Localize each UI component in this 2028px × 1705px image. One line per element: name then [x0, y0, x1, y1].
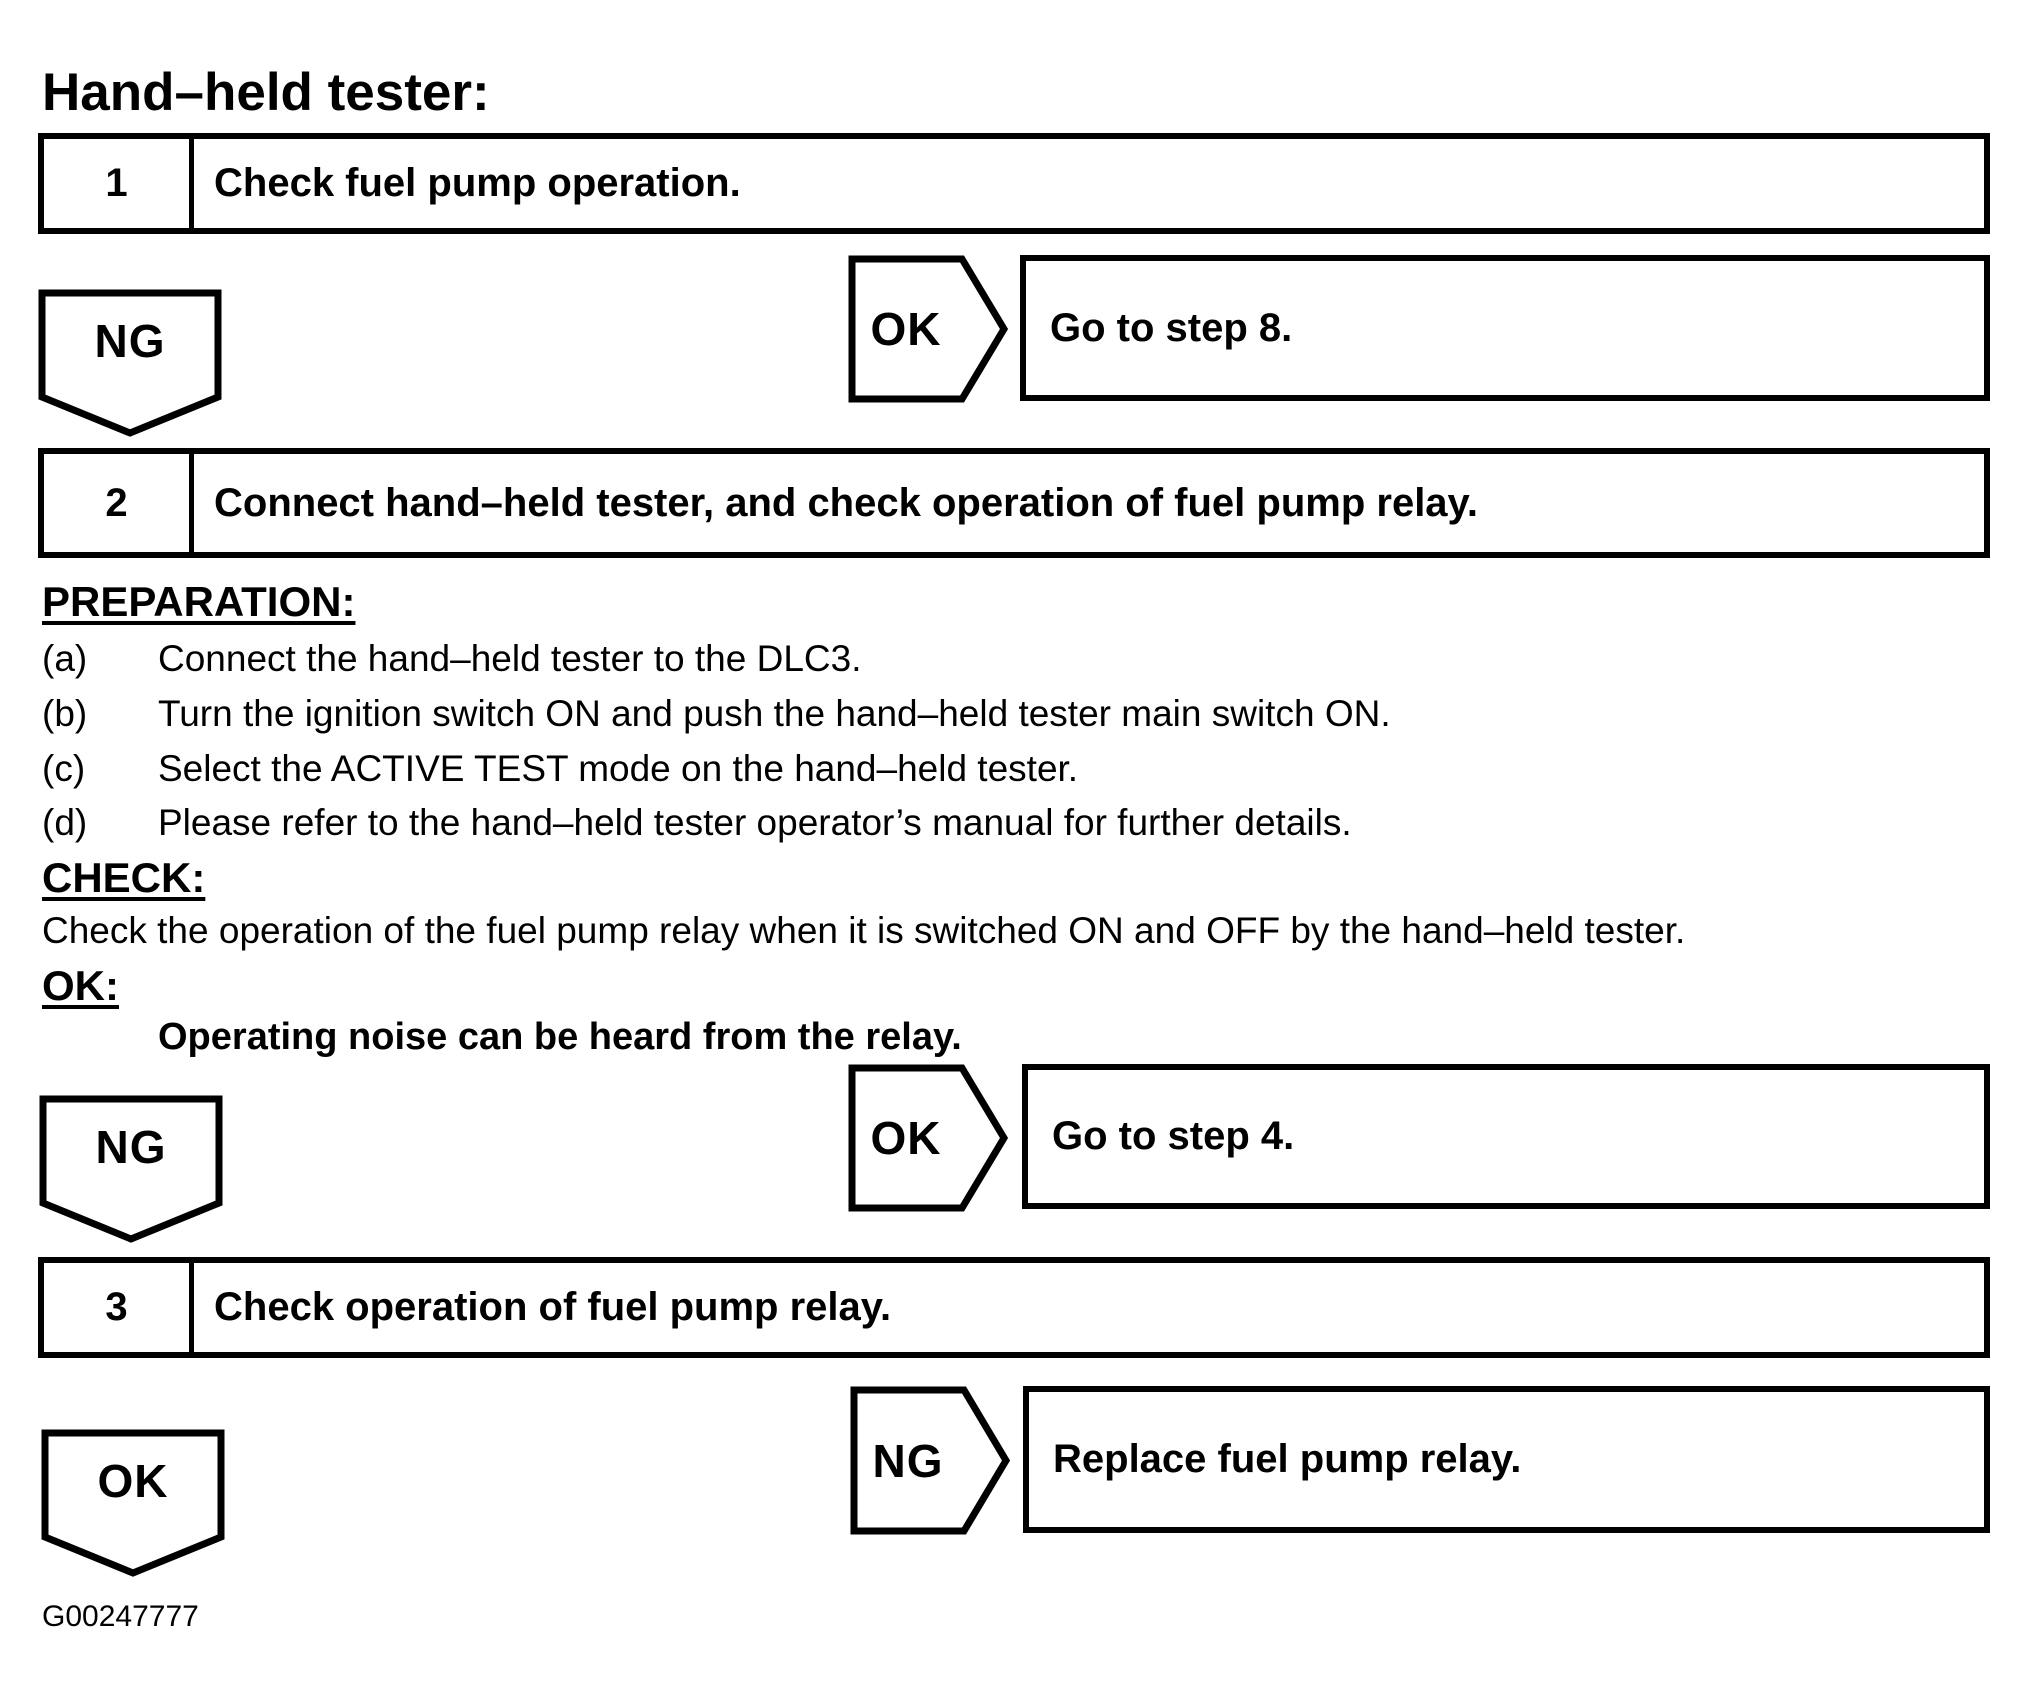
pentagon-down-icon [41, 1429, 225, 1577]
step-3-label: Check operation of fuel pump relay. [214, 1285, 892, 1329]
branch-2-ok-action-text: Go to step 4. [1052, 1114, 1295, 1158]
branch-3-ng-action-box: Replace fuel pump relay. [1023, 1386, 1990, 1533]
branch-1-ng-label: NG [94, 315, 166, 367]
pentagon-down-icon [38, 289, 222, 437]
preparation-item-d: (d) Please refer to the hand–held tester … [42, 802, 1352, 844]
ok-heading: OK: [42, 962, 119, 1009]
branch-1-ok-arrow-right: OK [848, 255, 1008, 403]
branch-3-ng-arrow-right: NG [850, 1386, 1010, 1535]
branch-1-ok-action-text: Go to step 8. [1050, 305, 1293, 350]
step-2-label: Connect hand–held tester, and check oper… [214, 480, 1478, 525]
pentagon-right-icon [848, 1064, 1008, 1212]
page-title: Hand–held tester: [42, 63, 490, 122]
branch-1-ok-label: OK [870, 303, 942, 355]
step-3-number: 3 [44, 1263, 194, 1352]
preparation-item-a: (a) Connect the hand–held tester to the D… [42, 638, 861, 680]
branch-3-ok-label: OK [97, 1455, 169, 1507]
preparation-heading: PREPARATION: [42, 578, 356, 625]
step-1-number: 1 [44, 139, 194, 228]
step-2-box: 2 Connect hand–held tester, and check op… [38, 448, 1990, 558]
pentagon-down-icon [39, 1095, 223, 1243]
figure-id: G00247777 [42, 1600, 199, 1633]
preparation-item-b-marker: (b) [42, 693, 88, 734]
branch-2-ok-action-box: Go to step 4. [1022, 1064, 1990, 1209]
preparation-item-a-text: Connect the hand–held tester to the DLC3… [158, 638, 862, 679]
preparation-item-c-text: Select the ACTIVE TEST mode on the hand–… [158, 748, 1079, 789]
preparation-item-c: (c) Select the ACTIVE TEST mode on the ha… [42, 748, 1078, 790]
branch-3-ng-label: NG [872, 1434, 944, 1487]
pentagon-right-icon [850, 1386, 1010, 1535]
step-1-label: Check fuel pump operation. [214, 161, 741, 205]
branch-1-ok-action-box: Go to step 8. [1020, 255, 1990, 401]
preparation-item-d-marker: (d) [42, 802, 88, 843]
preparation-item-b-text: Turn the ignition switch ON and push the… [158, 693, 1391, 734]
branch-2-ng-label: NG [95, 1121, 167, 1173]
check-heading: CHECK: [42, 854, 206, 901]
branch-2-ok-label: OK [870, 1112, 942, 1164]
pentagon-right-icon [848, 255, 1008, 403]
step-2-number: 2 [44, 454, 194, 552]
step-1-box: 1 Check fuel pump operation. [38, 133, 1990, 234]
check-text: Check the operation of the fuel pump rel… [42, 910, 1686, 951]
branch-2-ok-arrow-right: OK [848, 1064, 1008, 1212]
branch-2-ng-arrow-down: NG [39, 1095, 223, 1243]
ok-text: Operating noise can be heard from the re… [158, 1016, 962, 1058]
branch-1-ng-arrow-down: NG [38, 289, 222, 437]
step-3-box: 3 Check operation of fuel pump relay. [38, 1257, 1990, 1358]
preparation-item-d-text: Please refer to the hand–held tester ope… [158, 802, 1352, 843]
branch-3-ng-action-text: Replace fuel pump relay. [1053, 1437, 1522, 1481]
preparation-item-b: (b) Turn the ignition switch ON and push … [42, 693, 1391, 735]
branch-3-ok-arrow-down: OK [41, 1429, 225, 1577]
preparation-item-a-marker: (a) [42, 638, 88, 679]
preparation-item-c-marker: (c) [42, 748, 86, 789]
